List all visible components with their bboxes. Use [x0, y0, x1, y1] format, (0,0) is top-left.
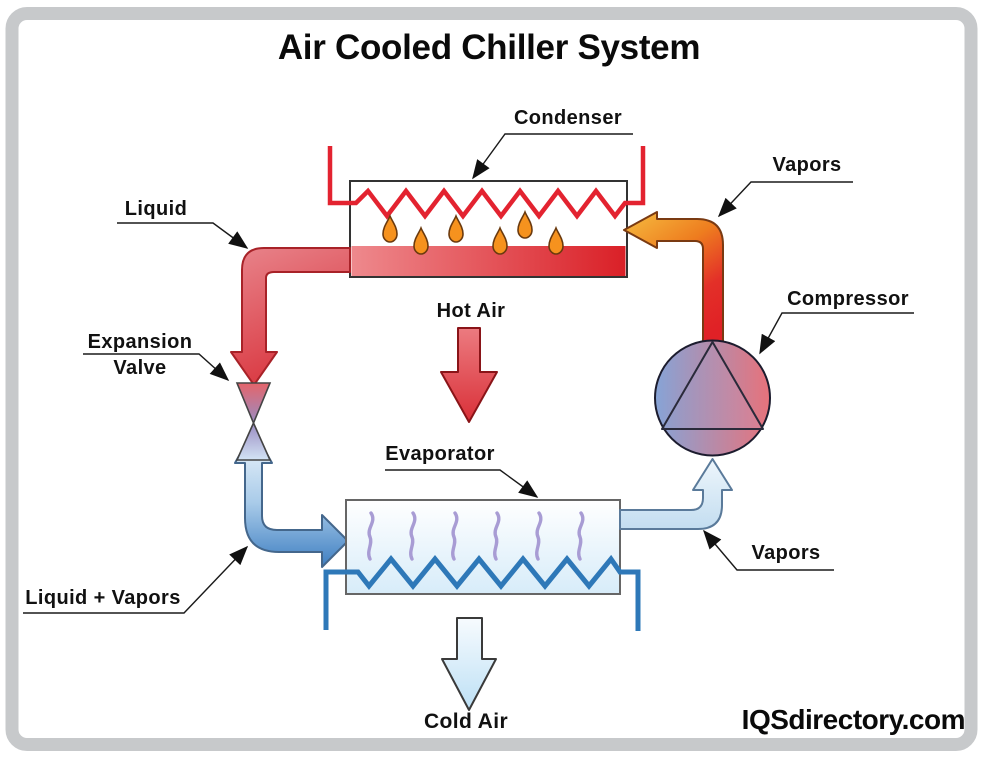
leader-liquid: [117, 222, 249, 249]
label-condenser: Condenser: [513, 107, 623, 129]
leader-vapors-bottom: [703, 529, 834, 571]
page-title: Air Cooled Chiller System: [277, 28, 701, 67]
evaporator-body: [345, 499, 621, 595]
condenser-coil: [327, 146, 646, 220]
leader-evaporator: [385, 469, 539, 498]
cold-air-arrow-icon: [441, 617, 497, 711]
frame-border: [5, 7, 978, 751]
label-hot-air: Hot Air: [436, 300, 506, 322]
label-compressor: Compressor: [787, 288, 909, 310]
label-vapors-bottom: Vapors: [751, 542, 821, 564]
label-evaporator: Evaporator: [385, 443, 495, 465]
leader-liquid-vapors: [23, 545, 249, 614]
label-vapors-top: Vapors: [772, 154, 842, 176]
expansion-valve-top: [235, 382, 272, 426]
condenser-unit: [327, 146, 646, 278]
compressor-triangle-icon: [661, 341, 764, 430]
expansion-valve-bottom: [235, 421, 272, 461]
watermark: IQSdirectory.com: [741, 704, 966, 735]
condenser-liquid-bar: [351, 246, 626, 276]
label-cold-air: Cold Air: [423, 710, 509, 733]
evaporator-unit: [323, 499, 641, 631]
leader-vapors-top: [717, 181, 853, 218]
leader-expansion-valve: [83, 353, 230, 382]
hot-air-arrow-icon: [440, 327, 498, 423]
pipe-liquid: [230, 247, 351, 386]
expansion-valve: [235, 382, 272, 461]
leader-condenser: [472, 133, 633, 180]
pipe-vapor-hot: [623, 211, 724, 346]
label-liquid-vapors: Liquid + Vapors: [25, 587, 181, 609]
leader-lines: [23, 133, 914, 614]
evaporator-coil: [323, 554, 641, 631]
label-expansion-line1: Expansion: [87, 331, 193, 353]
label-expansion-line2: Valve: [113, 357, 167, 379]
label-liquid: Liquid: [124, 198, 188, 220]
leader-compressor: [759, 312, 914, 355]
pipe-vapor-cold: [619, 458, 733, 530]
compressor-unit: [654, 339, 771, 457]
